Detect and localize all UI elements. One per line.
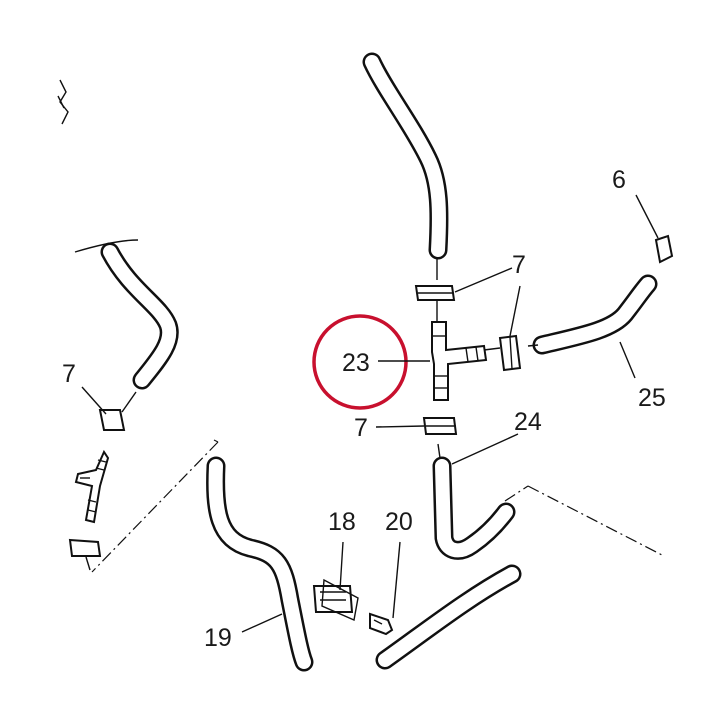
hose-19 (206, 456, 314, 672)
clamp-7-left (98, 409, 126, 431)
callout-labels: 23 7 7 7 6 24 25 18 20 19 (62, 166, 666, 652)
hose-25 (483, 274, 658, 355)
t-piece-23 (431, 321, 488, 401)
clip-18 (312, 578, 359, 621)
cropped-part-left (57, 79, 69, 125)
callout-25: 25 (638, 384, 666, 412)
callout-18: 18 (328, 508, 356, 536)
bolt-20 (369, 612, 394, 636)
clamp-7-lower (422, 417, 458, 435)
callout-7-left: 7 (62, 360, 76, 388)
clamp-7-upper (414, 285, 456, 322)
callout-20: 20 (385, 508, 413, 536)
callout-6: 6 (612, 166, 626, 194)
assembly-boundary-lines (91, 439, 663, 573)
callout-7-lower: 7 (354, 414, 368, 442)
lower-long-hose (375, 564, 522, 670)
callout-24: 24 (514, 408, 542, 436)
callout-23: 23 (342, 349, 370, 377)
leader-lines (81, 267, 636, 633)
callout-19: 19 (204, 624, 232, 652)
upper-hose (362, 52, 449, 280)
left-hose (74, 239, 179, 413)
left-y-connector (68, 449, 110, 571)
clamp-7-right (498, 334, 522, 372)
part-6-connector (635, 194, 674, 264)
hose-24 (432, 443, 516, 560)
callout-7-upper: 7 (512, 251, 526, 279)
highlight-circle (312, 314, 408, 410)
